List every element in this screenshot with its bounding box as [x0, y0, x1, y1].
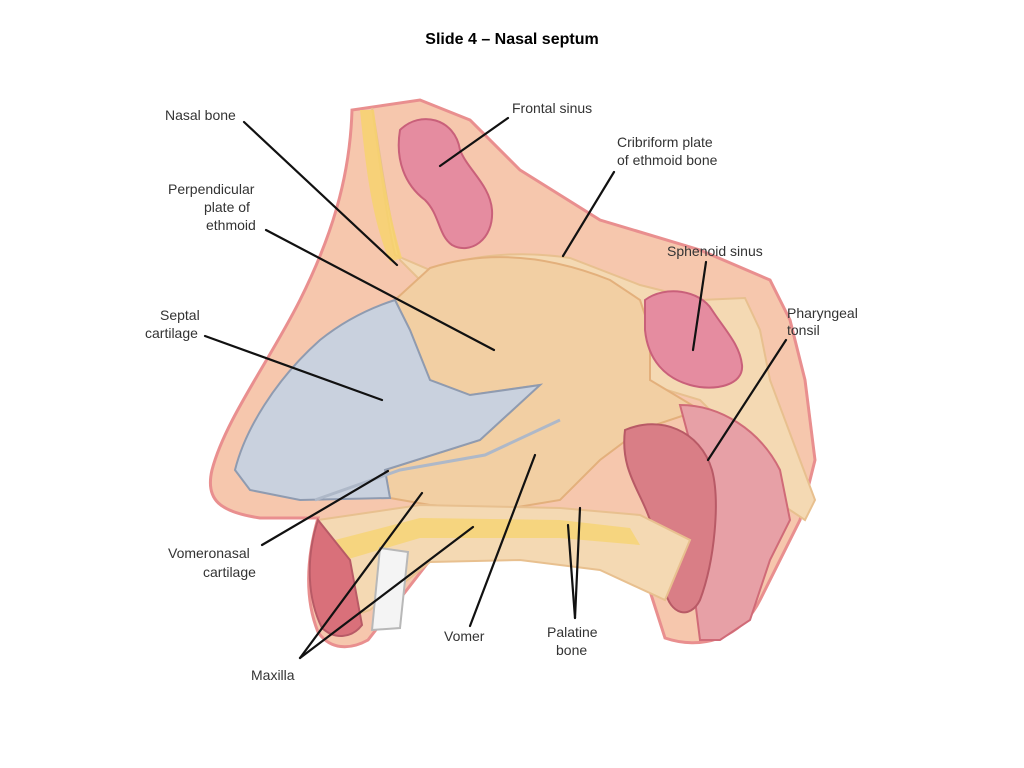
label-vomer: Vomer: [444, 628, 485, 644]
leader-maxilla-2: [298, 525, 475, 660]
palate-marrow: [335, 518, 640, 560]
label-vomeronasal-2: cartilage: [203, 564, 256, 580]
label-perpendicular-2: plate of: [204, 199, 250, 215]
leader-perpendicular: [264, 228, 496, 352]
leader-vomer: [468, 453, 537, 628]
bone-marrow-band: [360, 110, 402, 262]
label-pharyngeal-1: Pharyngeal: [787, 305, 858, 321]
leader-pharyngeal: [706, 338, 788, 462]
leader-palatine-1: [566, 523, 577, 620]
label-vomeronasal-1: Vomeronasal: [168, 545, 250, 561]
label-cribriform-2: of ethmoid bone: [617, 152, 718, 168]
leader-frontal-sinus: [438, 116, 510, 168]
label-cribriform-1: Cribriform plate: [617, 134, 713, 150]
label-palatine-2: bone: [556, 642, 587, 658]
label-sphenoid-sinus: Sphenoid sinus: [667, 243, 763, 259]
label-perpendicular-1: Perpendicular: [168, 181, 255, 197]
slide-title: Slide 4 – Nasal septum: [425, 31, 599, 48]
label-septal-1: Septal: [160, 307, 200, 323]
label-pharyngeal-2: tonsil: [787, 322, 820, 338]
leader-sphenoid: [691, 260, 708, 352]
label-perpendicular-3: ethmoid: [206, 217, 256, 233]
leader-cribriform: [561, 170, 616, 258]
leader-palatine-2: [573, 506, 582, 620]
leader-vomeronasal: [260, 469, 390, 547]
label-nasal-bone: Nasal bone: [165, 107, 236, 123]
label-frontal-sinus: Frontal sinus: [512, 100, 592, 116]
leader-nasal-bone: [242, 120, 399, 267]
frontal-sinus: [397, 118, 494, 250]
label-palatine-1: Palatine: [547, 624, 598, 640]
leader-septal: [203, 334, 384, 402]
label-septal-2: cartilage: [145, 325, 198, 341]
leader-maxilla-1: [298, 491, 424, 660]
vomeronasal-strip: [314, 418, 561, 502]
pharyngeal-tonsil: [623, 423, 717, 614]
label-maxilla: Maxilla: [251, 667, 295, 683]
